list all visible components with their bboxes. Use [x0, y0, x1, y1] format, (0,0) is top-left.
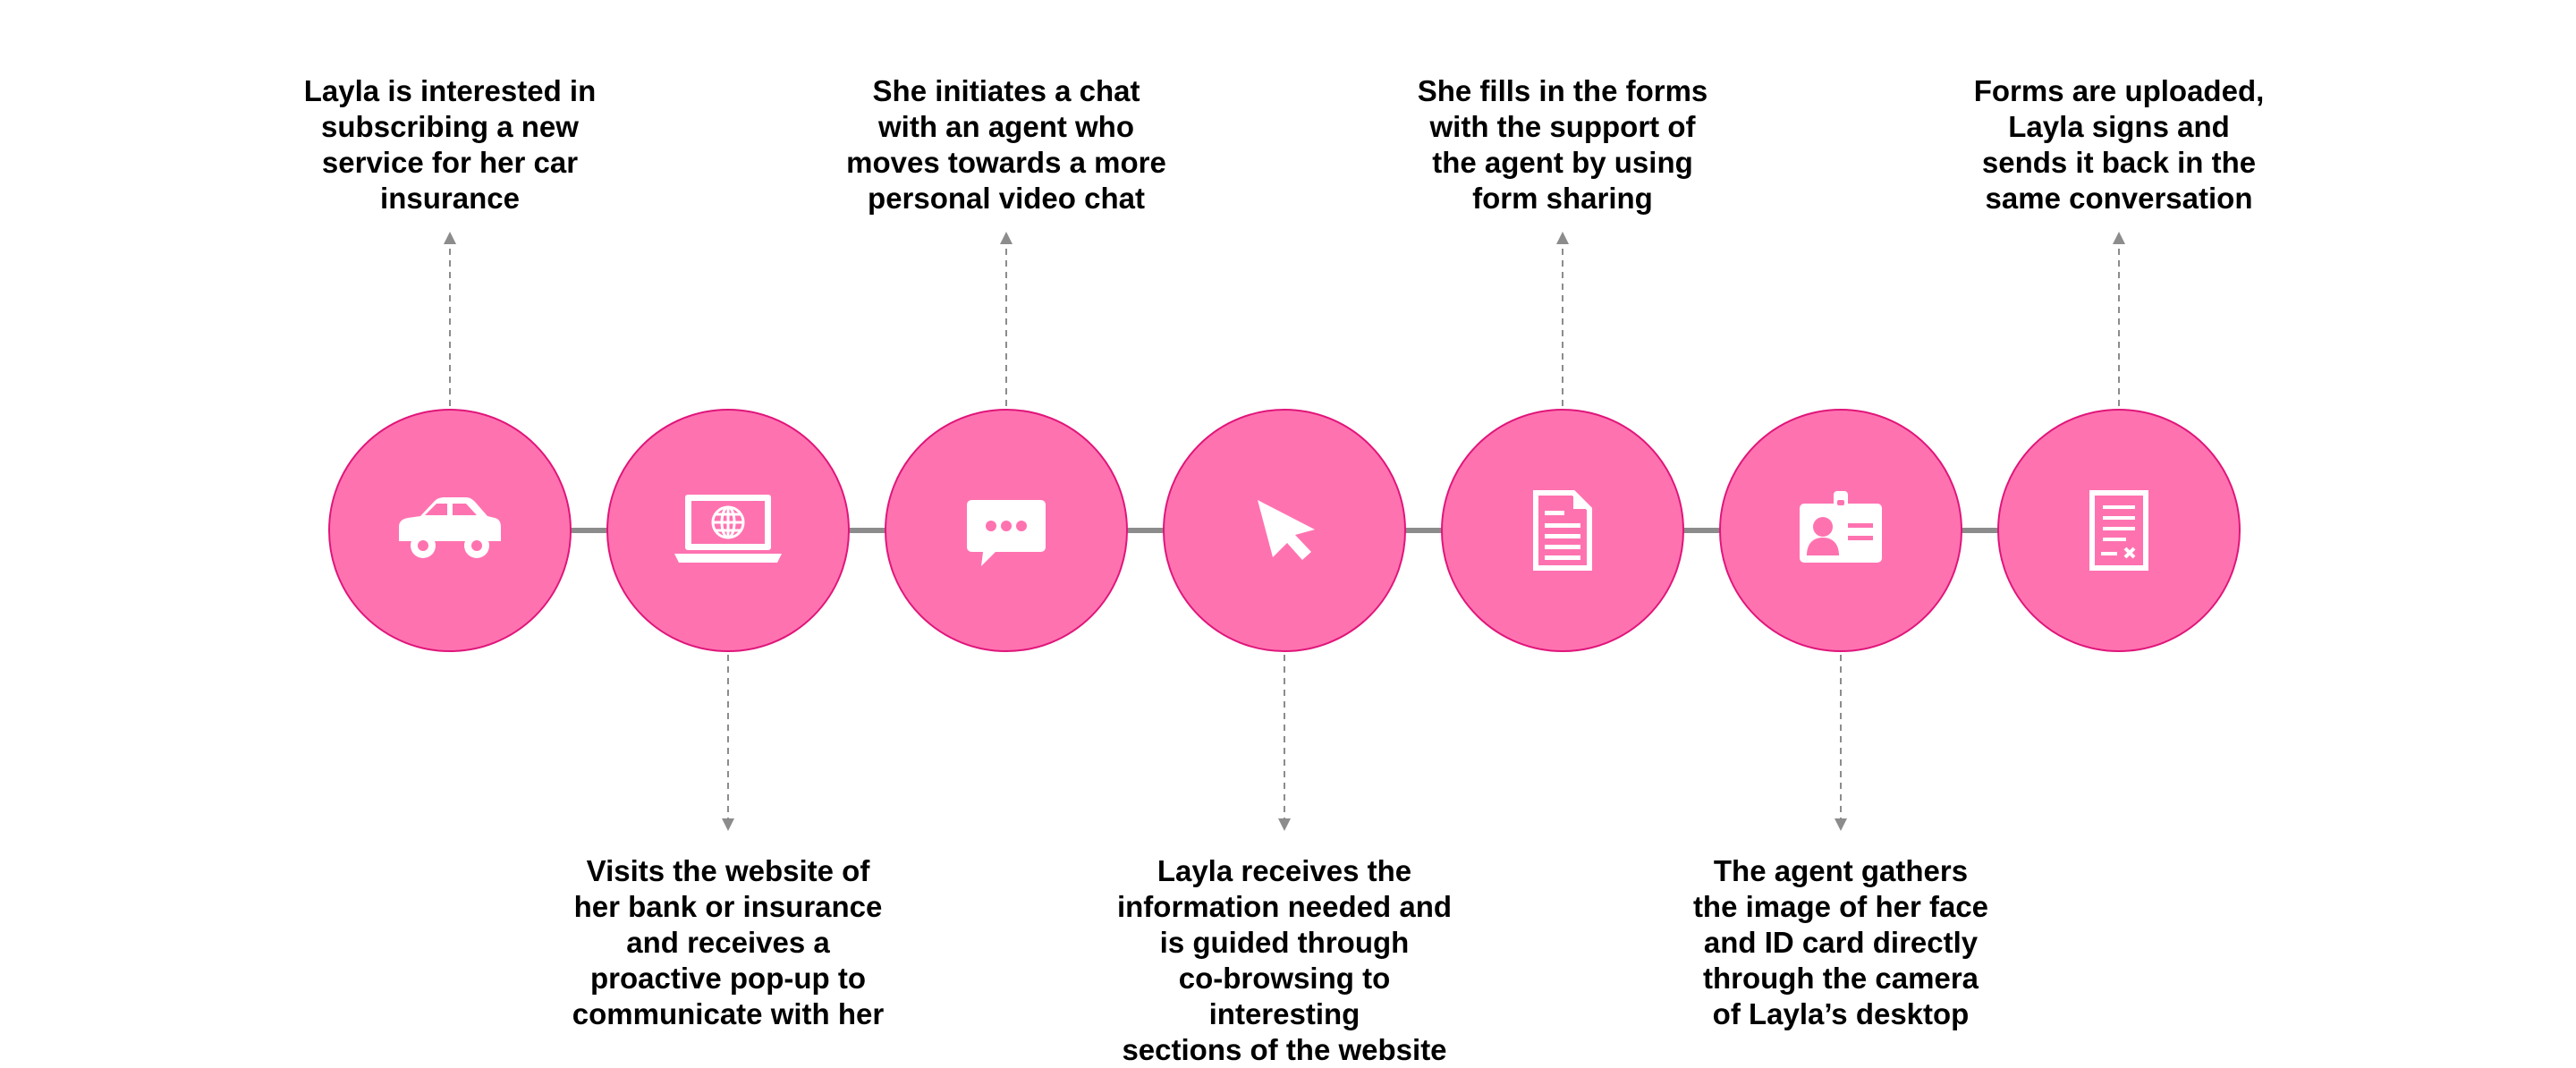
step-5-circle — [1441, 409, 1684, 652]
step-1-node — [328, 409, 572, 652]
document-icon — [1533, 490, 1592, 571]
step-3-node — [885, 409, 1128, 652]
step-4-label: Layla receives the information needed an… — [1116, 854, 1453, 1066]
step-6-label: The agent gathers the image of her face … — [1692, 854, 1989, 1030]
step-2-label: Visits the website of her bank or insura… — [572, 854, 885, 1030]
leader-lines — [444, 232, 2125, 831]
step-2-node — [606, 409, 850, 652]
step-5-label: She fills in the forms with the support … — [1417, 74, 1708, 215]
step-7-node — [1997, 409, 2241, 652]
step-7-label: Forms are uploaded, Layla signs and send… — [1973, 74, 2265, 215]
laptop-globe-icon — [674, 495, 782, 563]
chat-bubble-icon — [967, 500, 1046, 566]
step-5-node — [1441, 409, 1684, 652]
step-3-label: She initiates a chat with an agent who m… — [846, 74, 1166, 215]
journey-diagram — [328, 232, 2241, 831]
id-card-icon — [1800, 491, 1882, 563]
signed-form-icon — [2089, 490, 2148, 571]
step-1-label: Layla is interested in subscribing a new… — [303, 74, 597, 215]
step-6-node — [1719, 409, 1962, 652]
car-icon — [399, 497, 501, 558]
step-4-node — [1163, 409, 1406, 652]
cursor-icon — [1258, 500, 1315, 560]
